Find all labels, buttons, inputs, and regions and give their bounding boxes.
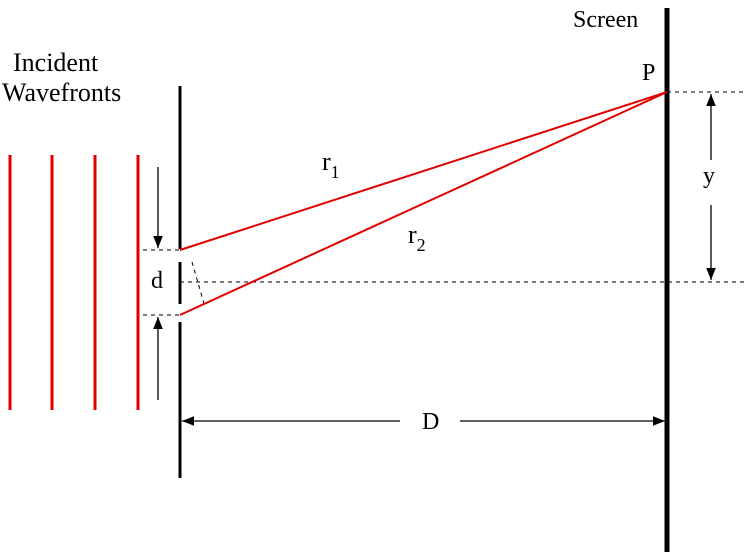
r1-label: r1 (322, 147, 340, 182)
ray-r1 (179, 91, 668, 251)
r2-base: r (408, 220, 417, 249)
r2-label: r2 (408, 220, 426, 255)
r1-subscript: 1 (331, 162, 340, 182)
r1-base: r (322, 147, 331, 176)
incident-label-line2: Wavefronts (2, 78, 121, 107)
point-P-label: P (642, 60, 655, 86)
dashed-path-difference (191, 261, 206, 308)
d-label: d (151, 268, 163, 294)
r2-subscript: 2 (417, 235, 426, 255)
y-label: y (703, 163, 715, 189)
incident-wavefronts (8, 155, 140, 410)
ray-r2 (179, 91, 668, 316)
D-label: D (422, 409, 439, 435)
dashed-guides (143, 91, 745, 316)
rays (179, 91, 668, 316)
screen-label: Screen (573, 7, 638, 33)
incident-label-line1: Incident (13, 48, 99, 77)
